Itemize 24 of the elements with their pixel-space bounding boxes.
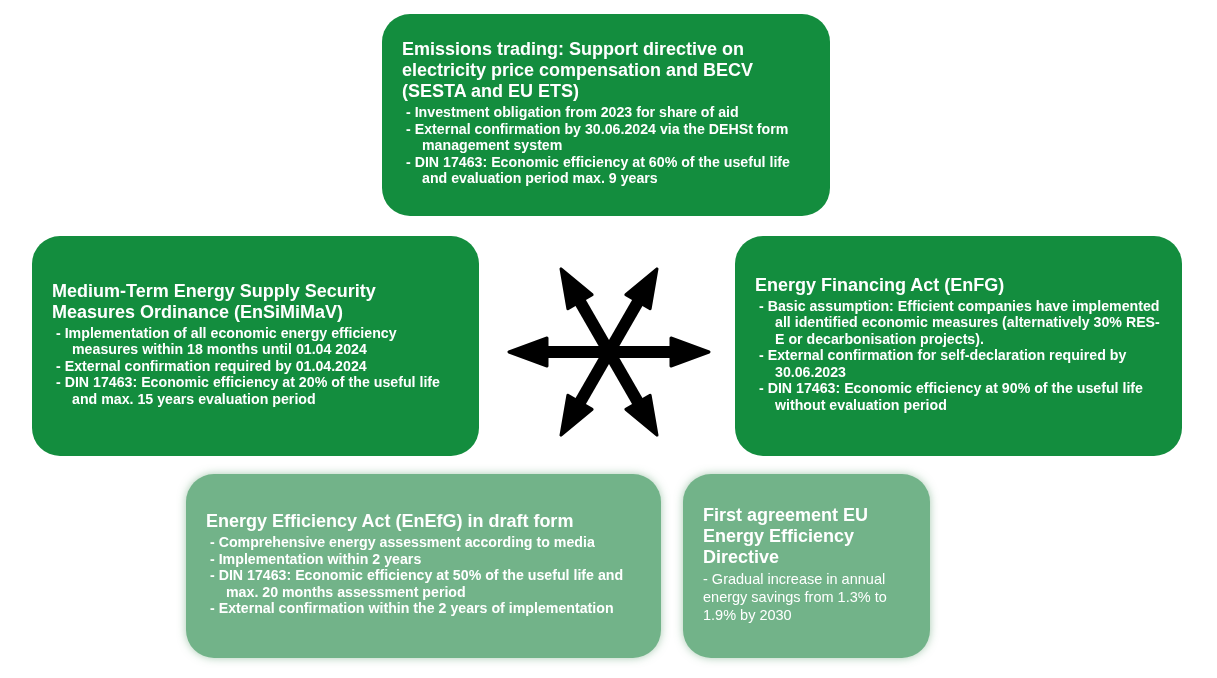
topic-card <box>735 236 1182 456</box>
topic-card <box>683 474 930 658</box>
card-heading: Energy Efficiency Act (EnEfG) in draft form <box>206 511 575 533</box>
bullet-text: - Gradual increase in annual energy savings from 1.3% to 1.9% by 2030 <box>703 569 888 624</box>
topic-card <box>186 474 661 658</box>
bullet-text: - External confirmation within the 2 years of implementation <box>209 600 615 617</box>
topic-card <box>32 236 479 456</box>
bullet-text: - DIN 17463: Economic efficiency at 90% of the useful life without evaluation period <box>758 380 1144 414</box>
bullet-text: - External confirmation by 30.06.2024 via the DEHSt form management system <box>405 120 790 154</box>
card-heading: Energy Financing Act (EnFG) <box>755 274 1006 296</box>
bullet-text: - Implementation of all economic energy efficiency measures within 18 months until 01.04 2024 <box>55 324 398 358</box>
card-heading: Medium-Term Energy Supply Security Measures Ordinance (EnSiMiMaV) <box>52 280 377 323</box>
card-heading: First agreement EU Energy Efficiency Directive <box>703 504 870 568</box>
bullet-text: - External confirmation required by 01.04.2024 <box>55 357 368 375</box>
topic-card <box>382 14 830 216</box>
bullet-text: - Investment obligation from 2023 for share of aid <box>405 104 740 121</box>
bullet-text: - External confirmation for self-declaration required by 30.06.2023 <box>758 347 1128 381</box>
bullet-text: - DIN 17463: Economic efficiency at 20% of the useful life and max. 15 years evaluation period <box>55 374 441 408</box>
bullet-text: - Basic assumption: Efficient companies have implemented all identified economic measures (alternatively 30% RES-E or decarbonisation projects). <box>758 297 1161 348</box>
bullet-text: - DIN 17463: Economic efficiency at 50% of the useful life and max. 20 months assessment period <box>209 567 625 601</box>
card-heading: Emissions trading: Support directive on electricity price compensation and BECV (SESTA and EU ETS) <box>402 39 755 103</box>
bullet-text: - Comprehensive energy assessment according to media <box>209 534 596 551</box>
bullet-text: - DIN 17463: Economic efficiency at 60% of the useful life and evaluation period max. 9 years <box>405 153 791 187</box>
bullet-text: - Implementation within 2 years <box>209 550 423 568</box>
